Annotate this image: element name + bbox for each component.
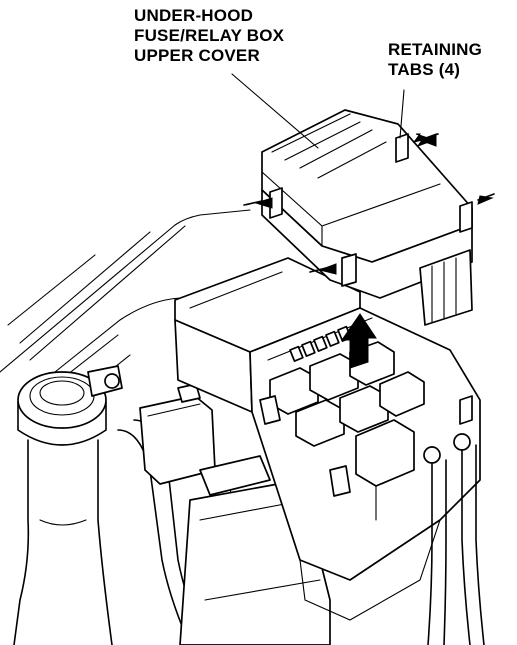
retaining-tab-4 — [459, 201, 473, 233]
relays — [269, 341, 425, 521]
arrow-pointer-icon — [318, 263, 337, 275]
arrow-up-icon — [341, 313, 377, 369]
retaining-tab-2 — [269, 187, 283, 219]
retaining-tab-3 — [341, 253, 357, 287]
fuse-relay-box — [174, 257, 485, 645]
upper-cover — [261, 109, 473, 326]
hose-clamp — [87, 365, 123, 397]
radiator-cap — [13, 371, 113, 645]
arrow-pointer-icon — [254, 197, 273, 209]
callout-line: UNDER-HOOD — [134, 6, 254, 25]
callout-line: RETAINING — [388, 40, 483, 59]
leader-lines — [231, 73, 405, 149]
callout-line: FUSE/RELAY BOX — [134, 26, 285, 45]
fuse-row — [289, 325, 352, 362]
callout-line: TABS (4) — [388, 60, 461, 79]
retaining-tabs — [269, 133, 473, 287]
harness-connector — [139, 383, 271, 496]
callout-line: UPPER COVER — [134, 46, 260, 65]
retaining-tab-1 — [395, 133, 409, 163]
tab-arrows — [243, 133, 495, 275]
retaining-tabs-callout: RETAINING TABS (4) — [388, 40, 482, 80]
upper-cover-callout: UNDER-HOOD FUSE/RELAY BOX UPPER COVER — [134, 6, 284, 66]
